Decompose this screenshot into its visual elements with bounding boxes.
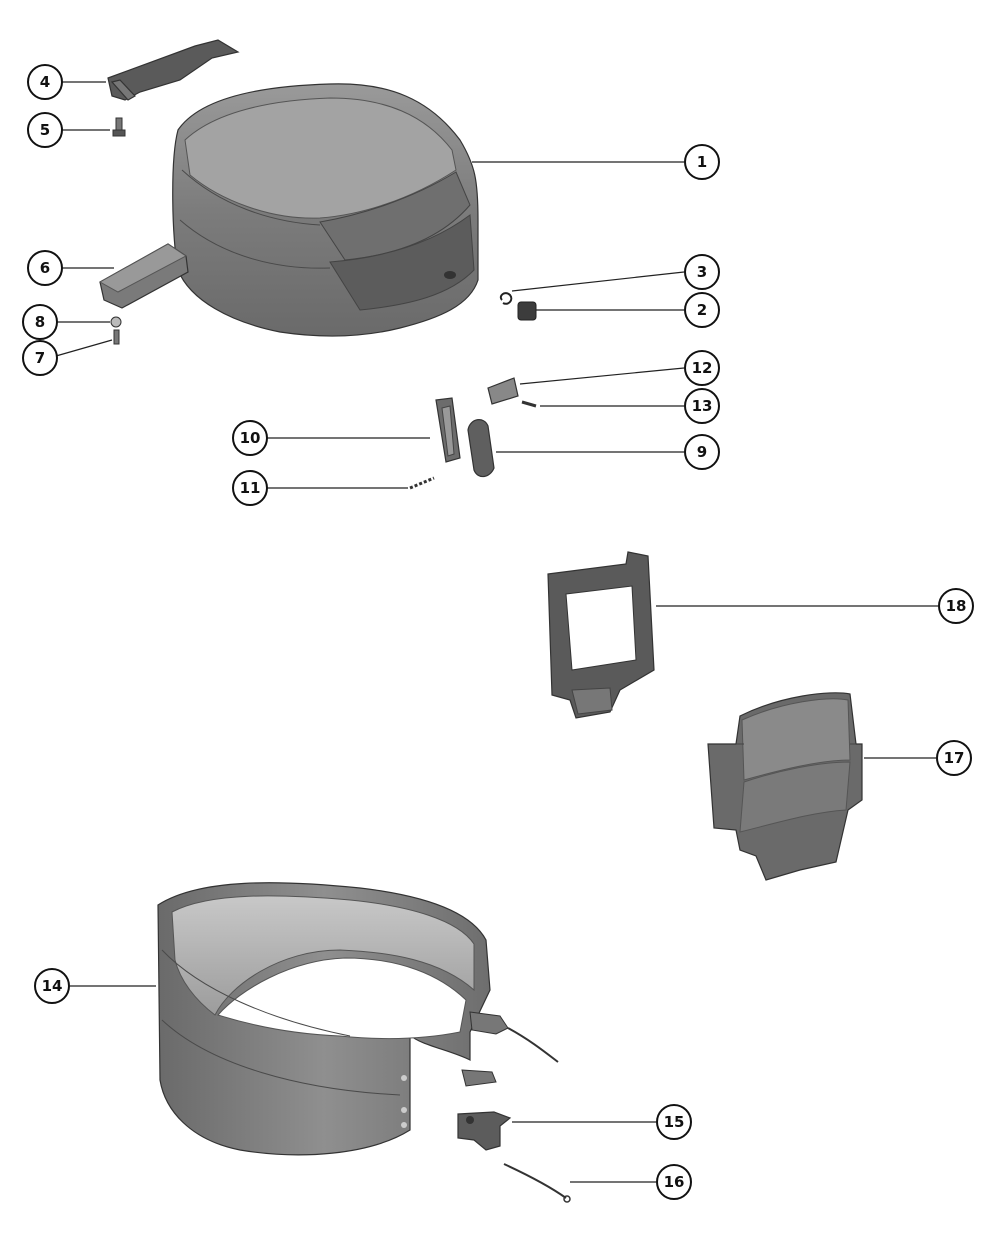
bolt-part-5 <box>112 117 126 137</box>
callout-label-13: 13 <box>692 397 713 415</box>
callout-2: 2 <box>684 292 720 328</box>
callout-label-15: 15 <box>664 1113 685 1131</box>
callout-8: 8 <box>22 304 58 340</box>
rubber-block-part <box>98 243 189 309</box>
washer-part-8 <box>110 316 122 328</box>
callout-7: 7 <box>22 340 58 376</box>
callout-label-1: 1 <box>697 153 707 171</box>
clip-part-3 <box>499 292 513 305</box>
pin-part-11 <box>409 476 435 490</box>
top-cowl-part <box>172 83 479 337</box>
screw-part-13 <box>521 400 537 408</box>
callout-1: 1 <box>684 144 720 180</box>
callout-16: 16 <box>656 1164 692 1200</box>
callout-label-4: 4 <box>40 73 50 91</box>
callout-11: 11 <box>232 470 268 506</box>
callout-label-17: 17 <box>944 749 965 767</box>
bracket-part <box>107 39 240 101</box>
latch-clip-part-15 <box>457 1111 512 1151</box>
screw-part-7 <box>113 329 120 345</box>
callout-label-16: 16 <box>664 1173 685 1191</box>
callout-18: 18 <box>938 588 974 624</box>
callout-label-11: 11 <box>240 479 261 497</box>
callout-5: 5 <box>27 112 63 148</box>
leader-lines <box>55 81 938 1183</box>
lower-pan-part <box>157 882 559 1156</box>
callout-label-14: 14 <box>42 977 63 995</box>
rod-part-16 <box>503 1163 571 1203</box>
callout-label-3: 3 <box>697 263 707 281</box>
callout-14: 14 <box>34 968 70 1004</box>
callout-17: 17 <box>936 740 972 776</box>
callout-label-9: 9 <box>697 443 707 461</box>
callout-4: 4 <box>27 64 63 100</box>
callout-9: 9 <box>684 434 720 470</box>
callout-15: 15 <box>656 1104 692 1140</box>
callout-6: 6 <box>27 250 63 286</box>
callout-label-18: 18 <box>946 597 967 615</box>
callout-10: 10 <box>232 420 268 456</box>
callout-label-6: 6 <box>40 259 50 277</box>
callout-label-2: 2 <box>697 301 707 319</box>
callout-label-8: 8 <box>35 313 45 331</box>
chaps-part <box>707 692 863 881</box>
handle-part-9 <box>467 419 495 478</box>
callout-label-12: 12 <box>692 359 713 377</box>
callout-3: 3 <box>684 254 720 290</box>
callout-label-10: 10 <box>240 429 261 447</box>
latch-part-10 <box>435 397 461 463</box>
plate-part-12 <box>487 377 519 405</box>
callout-12: 12 <box>684 350 720 386</box>
callout-label-5: 5 <box>40 121 50 139</box>
grommet-part-2 <box>517 301 537 321</box>
seal-frame-part <box>547 551 655 719</box>
callout-13: 13 <box>684 388 720 424</box>
callout-label-7: 7 <box>35 349 45 367</box>
